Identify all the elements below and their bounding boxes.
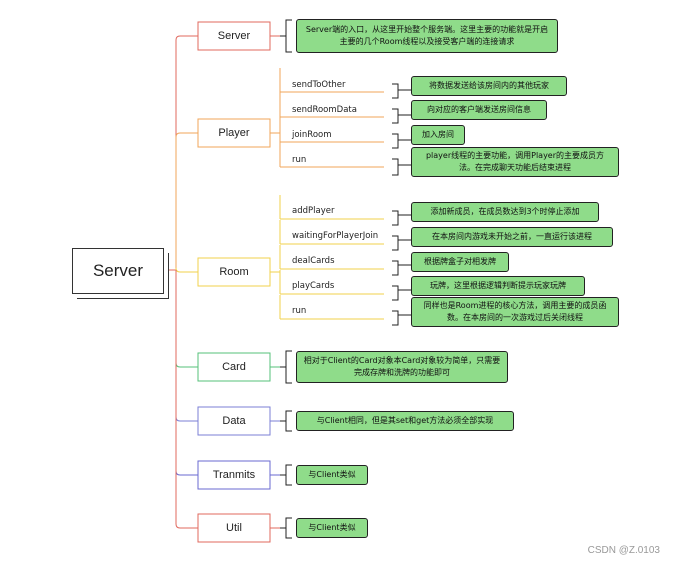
bracket-util [285, 517, 292, 539]
note-room-addPlayer: 添加新成员，在成员数达到3个时停止添加 [411, 202, 599, 222]
frame-data [197, 406, 271, 436]
category-data[interactable]: Data [198, 407, 270, 435]
root-node[interactable]: Server [72, 248, 164, 294]
note-room-playCards: 玩牌，这里根据逻辑判断提示玩家玩牌 [411, 276, 585, 296]
player-item-run[interactable]: run [292, 155, 307, 165]
category-label: Server [217, 30, 251, 42]
room-bracket-2 [392, 260, 399, 276]
room-item-waitingForPlayerJoin[interactable]: waitingForPlayerJoin [292, 231, 379, 241]
note-tranmits: 与Client类似 [296, 465, 368, 485]
branch-server [175, 35, 198, 270]
category-card[interactable]: Card [198, 353, 270, 381]
category-label: Data [222, 415, 246, 427]
note-room-dealCards: 根据牌盒子对相发牌 [411, 252, 509, 272]
bracket-data [285, 410, 292, 432]
room-bracket-3 [392, 285, 399, 301]
room-item-addPlayer[interactable]: addPlayer [292, 206, 335, 216]
branch-player [175, 132, 198, 270]
frame-util [197, 513, 271, 543]
category-tranmits[interactable]: Tranmits [198, 461, 270, 489]
bracket-card [285, 350, 292, 384]
branch-util [175, 270, 198, 529]
category-server[interactable]: Server [198, 22, 270, 50]
note-player-sendToOther: 将数据发送给该房间内的其他玩家 [411, 76, 567, 96]
branch-room [175, 267, 198, 273]
player-bracket-3 [392, 158, 399, 176]
room-item-playCards[interactable]: playCards [292, 281, 335, 291]
note-room-run: 同样也是Room进程的核心方法，调用主要的成员函数。在本房间的一次游戏过后关闭线… [411, 297, 619, 327]
bracket-server [285, 19, 292, 53]
player-item-sendRoomData[interactable]: sendRoomData [292, 105, 357, 115]
frame-tranmits [197, 460, 271, 490]
note-server: Server端的入口，从这里开始整个服务端。这里主要的功能就是开启主要的几个Ro… [296, 19, 558, 53]
category-label: Tranmits [212, 469, 256, 481]
player-bracket-2 [392, 133, 399, 149]
player-bracket-1 [392, 108, 399, 124]
note-room-waitingForPlayerJoin: 在本房间内游戏未开始之前，一直运行该进程 [411, 227, 613, 247]
root-label: Server [92, 261, 144, 280]
category-label: Player [218, 127, 250, 139]
player-bracket-0 [392, 83, 399, 99]
note-util: 与Client类似 [296, 518, 368, 538]
room-item-run[interactable]: run [292, 306, 307, 316]
bracket-tranmits [285, 464, 292, 486]
watermark: CSDN @Z.0103 [587, 545, 660, 556]
branch-data [175, 270, 198, 422]
player-item-joinRoom[interactable]: joinRoom [292, 130, 332, 140]
category-player[interactable]: Player [198, 119, 270, 147]
room-bracket-0 [392, 210, 399, 226]
category-util[interactable]: Util [198, 514, 270, 542]
note-player-joinRoom: 加入房间 [411, 125, 465, 145]
branch-card [175, 270, 198, 368]
category-label: Room [219, 266, 249, 278]
category-label: Util [226, 522, 242, 534]
room-bracket-1 [392, 235, 399, 251]
note-card: 相对于Client的Card对象本Card对象较为简单，只需要完成存牌和洗牌的功… [296, 351, 508, 383]
room-bracket-4 [392, 310, 399, 326]
branch-tranmits [175, 270, 198, 476]
room-item-dealCards[interactable]: dealCards [292, 256, 335, 266]
note-player-sendRoomData: 向对应的客户端发送房间信息 [411, 100, 547, 120]
category-label: Card [222, 361, 246, 373]
frame-player [197, 118, 271, 148]
note-player-run: player线程的主要功能，调用Player的主要成员方法。在完成聊天功能后结束… [411, 147, 619, 177]
category-room[interactable]: Room [198, 258, 270, 286]
player-item-sendToOther[interactable]: sendToOther [292, 80, 346, 90]
note-data: 与Client相同，但是其set和get方法必须全部实现 [296, 411, 514, 431]
